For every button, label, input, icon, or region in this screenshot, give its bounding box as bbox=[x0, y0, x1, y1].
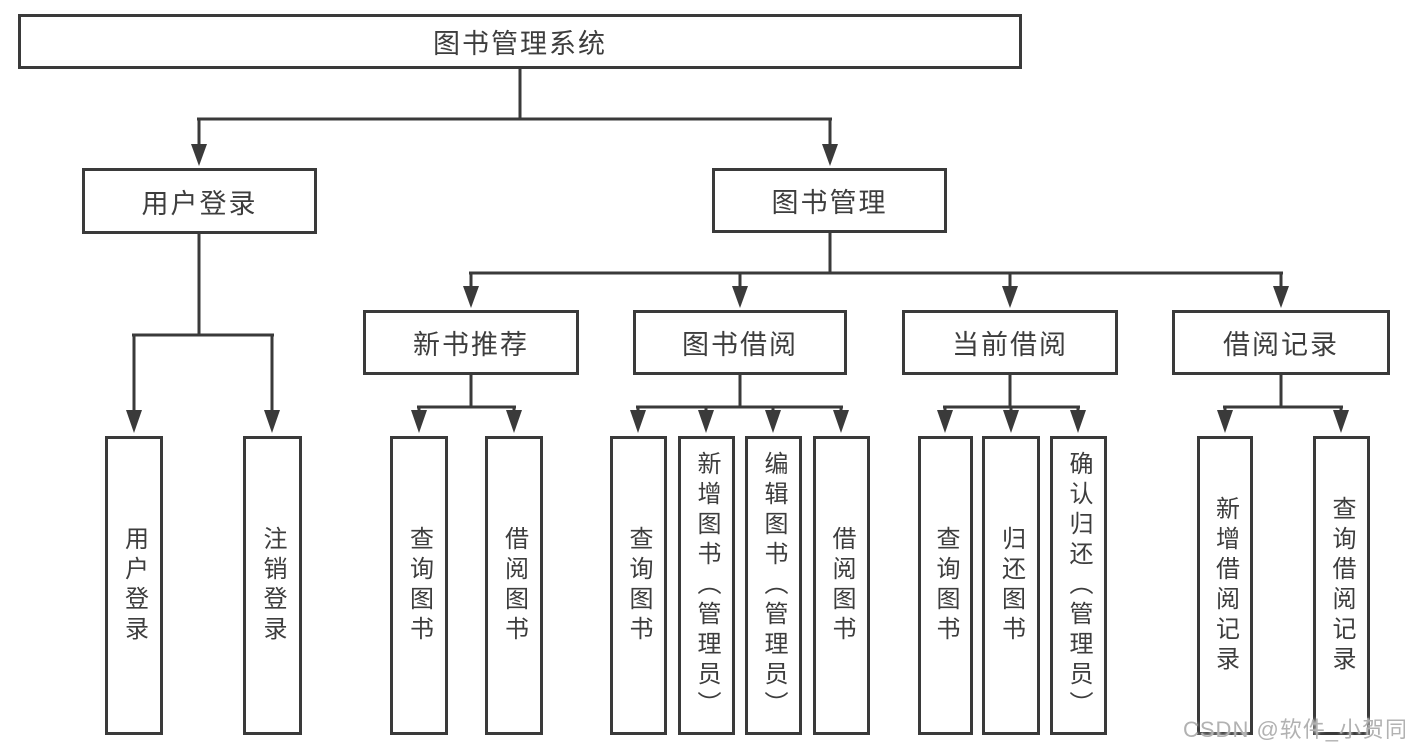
node-user-login: 用户登录 bbox=[82, 168, 317, 234]
leaf-newbooks-borrow-books: 借阅图书 bbox=[485, 436, 543, 735]
leaf-logout: 注销登录 bbox=[243, 436, 302, 735]
leaf-add-book-admin: 新增图书（管理员） bbox=[678, 436, 735, 735]
leaf-borrow-books: 借阅图书 bbox=[813, 436, 870, 735]
leaf-borrow-query-books: 查询图书 bbox=[610, 436, 667, 735]
connector-user-login bbox=[126, 233, 280, 433]
leaf-add-borrow-record: 新增借阅记录 bbox=[1197, 436, 1253, 735]
leaf-confirm-return-admin: 确认归还（管理员） bbox=[1050, 436, 1107, 735]
leaf-edit-book-admin: 编辑图书（管理员） bbox=[745, 436, 802, 735]
connector-current-borrow bbox=[937, 375, 1086, 433]
node-root-system: 图书管理系统 bbox=[18, 14, 1022, 69]
node-book-management: 图书管理 bbox=[712, 168, 947, 233]
csdn-watermark: CSDN @软件_小贺同学 bbox=[1183, 717, 1405, 742]
leaf-return-books: 归还图书 bbox=[982, 436, 1040, 735]
leaf-current-query-books: 查询图书 bbox=[918, 436, 973, 735]
node-current-borrow: 当前借阅 bbox=[902, 310, 1118, 375]
connector-book-borrow bbox=[630, 375, 849, 433]
connector-book-management bbox=[463, 232, 1289, 308]
node-borrow-records: 借阅记录 bbox=[1172, 310, 1390, 375]
connector-borrow-records bbox=[1217, 375, 1349, 433]
connector-root bbox=[191, 69, 838, 166]
connector-new-books bbox=[411, 375, 522, 433]
node-new-books: 新书推荐 bbox=[363, 310, 579, 375]
leaf-newbooks-query-books: 查询图书 bbox=[390, 436, 448, 735]
node-book-borrow: 图书借阅 bbox=[633, 310, 847, 375]
leaf-query-borrow-record: 查询借阅记录 bbox=[1313, 436, 1370, 735]
leaf-user-login: 用户登录 bbox=[105, 436, 163, 735]
